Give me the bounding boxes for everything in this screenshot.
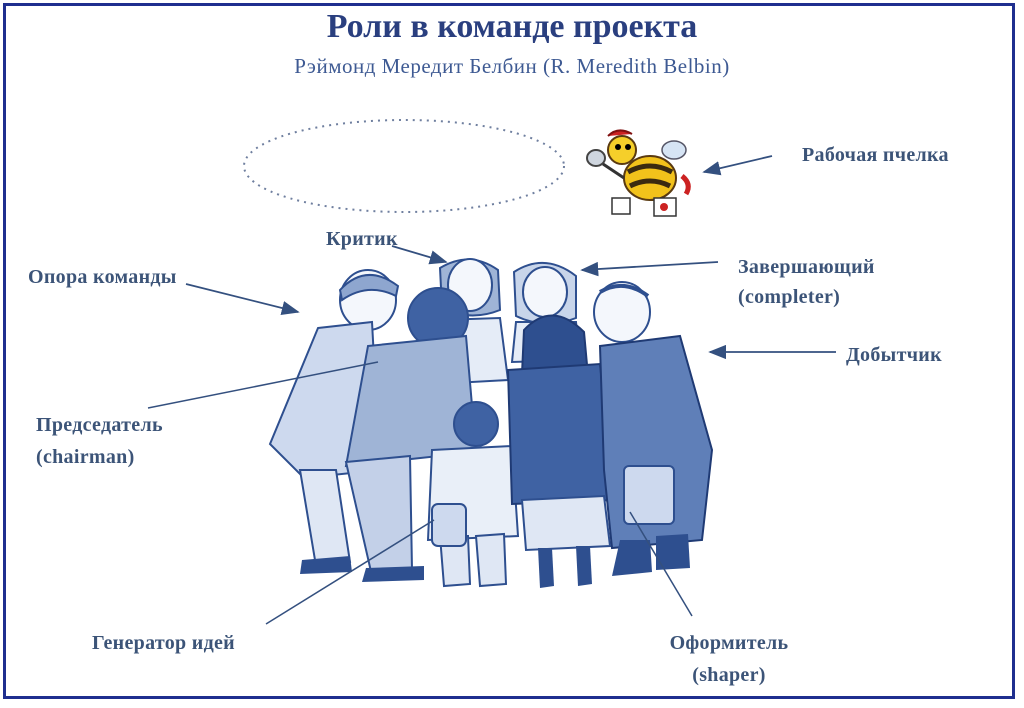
- arrow-team-support: [185, 283, 300, 316]
- page-title: Роли в команде проекта: [326, 8, 698, 45]
- label-worker-bee: Рабочая пчелка: [802, 144, 949, 166]
- arrow-worker-bee: [702, 155, 773, 176]
- people-group: [268, 258, 714, 588]
- label-completer-ru: Завершающий: [738, 256, 875, 278]
- bee-icon: [586, 129, 691, 217]
- label-critic: Критик: [326, 228, 398, 250]
- page-subtitle: Рэймонд Мередит Белбин (R. Meredith Belb…: [294, 54, 730, 78]
- label-shaper-en: (shaper): [692, 664, 766, 686]
- label-completer-en: (completer): [738, 286, 841, 308]
- line-chairman: [147, 361, 379, 409]
- line-idea-generator: [265, 519, 435, 625]
- diagram-frame: [3, 3, 1015, 699]
- arrow-critic: [391, 245, 448, 265]
- dotted-ellipse: [243, 119, 565, 213]
- label-shaper-ru: Оформитель: [669, 632, 789, 654]
- label-chairman-ru: Председатель: [36, 414, 163, 436]
- line-shaper: [629, 511, 693, 617]
- label-resource-getter: Добытчик: [846, 344, 942, 366]
- label-idea-generator: Генератор идей: [92, 632, 236, 654]
- label-chairman-en: (chairman): [36, 446, 135, 468]
- label-team-support: Опора команды: [28, 266, 177, 288]
- arrow-completer: [580, 261, 719, 277]
